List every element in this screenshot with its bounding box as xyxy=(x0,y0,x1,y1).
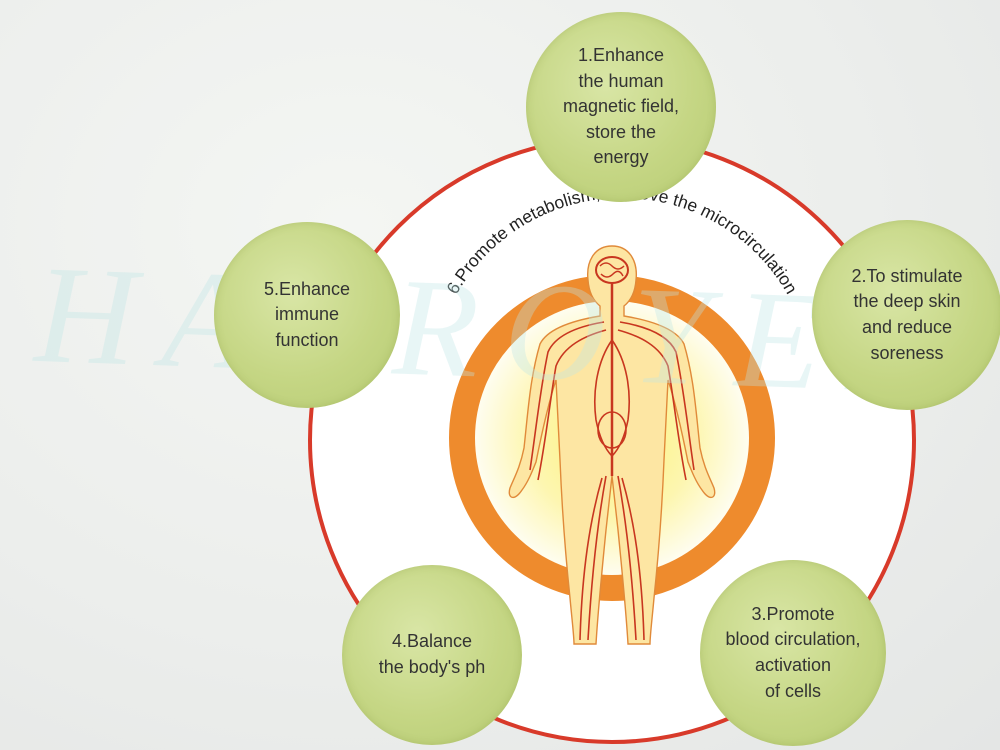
right-leg-vessels xyxy=(617,475,645,641)
brain-folds xyxy=(599,262,625,278)
benefit-bubble-3: 3.Promote blood circulation, activation … xyxy=(700,560,886,746)
left-arm-vessels xyxy=(529,321,607,481)
benefit-bubble-2: 2.To stimulate the deep skin and reduce … xyxy=(812,220,1000,410)
benefit-bubble-1: 1.Enhance the human magnetic field, stor… xyxy=(526,12,716,202)
benefit-label-3: 3.Promote blood circulation, activation … xyxy=(725,603,861,701)
abdomen-vessels xyxy=(597,411,627,449)
human-body-figure xyxy=(508,245,716,645)
benefit-bubble-5: 5.Enhance immune function xyxy=(214,222,400,408)
torso-vessels xyxy=(593,339,631,458)
benefit-bubble-4: 4.Balance the body's ph xyxy=(342,565,522,745)
benefit-label-2: 2.To stimulate the deep skin and reduce … xyxy=(851,265,963,363)
benefit-label-1: 1.Enhance the human magnetic field, stor… xyxy=(562,45,680,168)
benefit-label-5: 5.Enhance immune function xyxy=(263,278,351,350)
right-arm-vessels xyxy=(617,321,695,481)
left-leg-vessels xyxy=(579,475,607,641)
benefit-label-4: 4.Balance the body's ph xyxy=(378,631,486,677)
